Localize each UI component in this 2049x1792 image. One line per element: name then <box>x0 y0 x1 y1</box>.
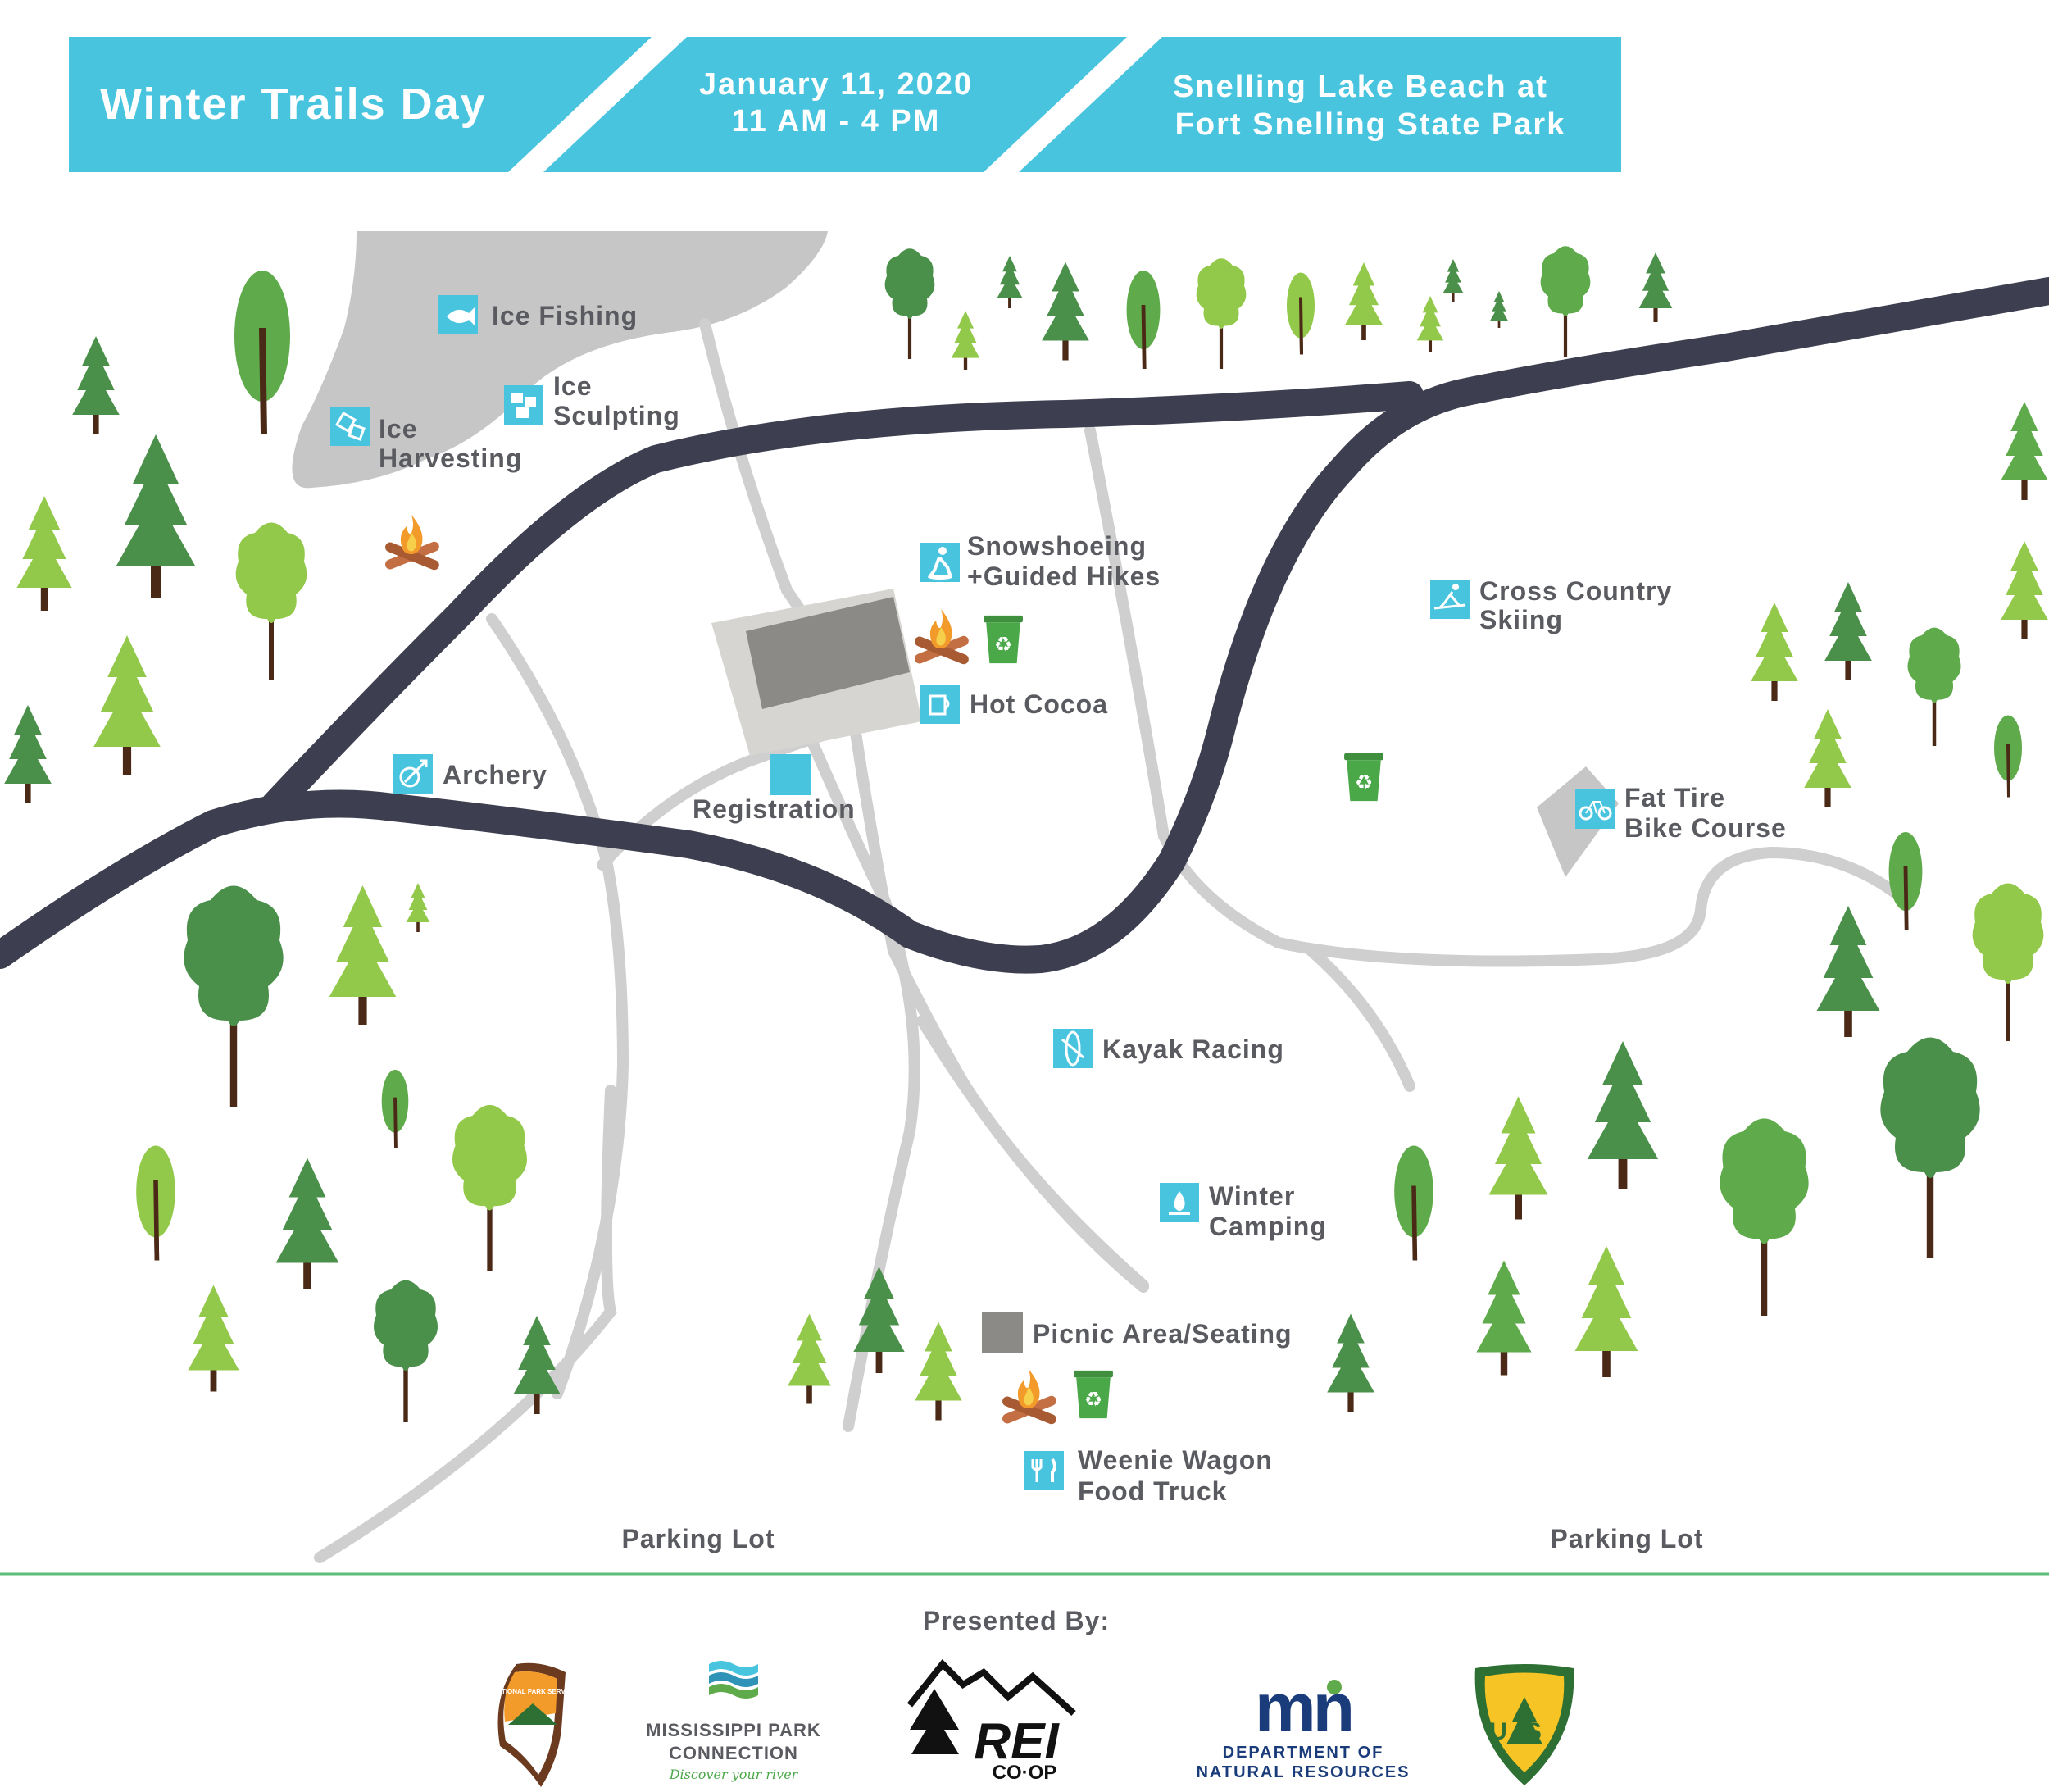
label-picnic-area[interactable]: Picnic Area/Seating <box>1033 1319 1293 1349</box>
picnic-area-marker[interactable] <box>982 1312 1023 1353</box>
campfire-icon <box>1001 1369 1058 1426</box>
event-title: Winter Trails Day <box>100 80 487 129</box>
label-ice-harvesting-1[interactable]: Ice <box>379 414 417 443</box>
label-cross-country-2[interactable]: Skiing <box>1479 605 1563 634</box>
label-registration[interactable]: Registration <box>693 794 856 824</box>
svg-text:DEPARTMENT OF: DEPARTMENT OF <box>1223 1744 1384 1762</box>
registration-building[interactable] <box>746 597 910 709</box>
svg-text:CO·OP: CO·OP <box>993 1762 1057 1784</box>
ice-block-icon[interactable] <box>330 407 370 446</box>
skier-icon[interactable] <box>1430 580 1470 619</box>
frozen-lake <box>292 231 828 489</box>
label-cross-country-1[interactable]: Cross Country <box>1479 576 1672 606</box>
archery-icon[interactable] <box>393 754 433 794</box>
campfire-icon <box>913 609 970 666</box>
campfire-icon[interactable] <box>1160 1183 1199 1222</box>
usfs-logo[interactable]: US <box>1474 1664 1574 1785</box>
kayak-icon[interactable] <box>1053 1029 1093 1068</box>
rei-logo[interactable]: REI CO·OP <box>906 1659 1076 1784</box>
event-date: January 11, 2020 <box>699 67 973 102</box>
label-snowshoeing-2[interactable]: +Guided Hikes <box>967 562 1161 591</box>
mn-dnr-logo[interactable]: mn DEPARTMENT OF NATURAL RESOURCES <box>1196 1669 1410 1781</box>
ice-cubes-icon[interactable] <box>504 385 543 425</box>
label-ice-sculpting-2[interactable]: Sculpting <box>553 401 680 430</box>
label-kayak-racing[interactable]: Kayak Racing <box>1102 1035 1284 1064</box>
svg-text:NATIONAL PARK SERVICE: NATIONAL PARK SERVICE <box>493 1688 577 1695</box>
event-location-line1: Snelling Lake Beach at <box>1173 70 1548 104</box>
label-winter-camping-1[interactable]: Winter <box>1209 1181 1295 1211</box>
fork-knife-icon[interactable] <box>1024 1451 1064 1490</box>
registration-marker[interactable] <box>770 754 811 795</box>
trails <box>314 318 1907 1563</box>
label-food-truck-1[interactable]: Weenie Wagon <box>1078 1445 1273 1475</box>
label-ice-sculpting-1[interactable]: Ice <box>553 371 592 401</box>
recycle-bin-icon <box>984 615 1023 664</box>
label-parking-lot-left[interactable]: Parking Lot <box>621 1524 775 1553</box>
activity-icons <box>330 295 1615 1490</box>
label-parking-lot-right[interactable]: Parking Lot <box>1550 1524 1703 1553</box>
mississippi-park-connection-logo[interactable]: MISSISSIPPI PARK CONNECTION Discover you… <box>646 1661 821 1782</box>
label-archery[interactable]: Archery <box>443 760 547 789</box>
mug-icon[interactable] <box>920 685 960 724</box>
bicycle-icon[interactable] <box>1575 789 1615 829</box>
label-snowshoeing-1[interactable]: Snowshoeing <box>967 531 1147 561</box>
roads <box>0 277 2049 974</box>
label-hot-cocoa[interactable]: Hot Cocoa <box>970 689 1108 719</box>
label-ice-fishing[interactable]: Ice Fishing <box>492 301 638 330</box>
presented-by: Presented By: <box>923 1606 1110 1635</box>
event-time: 11 AM - 4 PM <box>732 104 941 139</box>
label-ice-harvesting-2[interactable]: Harvesting <box>379 443 522 473</box>
svg-text:MISSISSIPPI PARK: MISSISSIPPI PARK <box>646 1720 821 1740</box>
label-fat-tire-2[interactable]: Bike Course <box>1624 813 1787 843</box>
header-banner: Winter Trails Day January 11, 2020 11 AM… <box>69 37 1621 172</box>
label-winter-camping-2[interactable]: Camping <box>1209 1212 1327 1241</box>
recycle-bin-icon <box>1344 753 1383 802</box>
campfire-icon <box>384 515 441 572</box>
svg-text:US: US <box>1489 1718 1560 1745</box>
recycle-bin-icon <box>1074 1370 1113 1419</box>
label-fat-tire-1[interactable]: Fat Tire <box>1624 783 1725 812</box>
activity-labels: Ice Fishing Ice Sculpting Ice Harvesting… <box>379 301 1787 1553</box>
svg-text:Discover your river: Discover your river <box>669 1767 799 1782</box>
svg-text:CONNECTION: CONNECTION <box>669 1743 798 1763</box>
fish-icon[interactable] <box>438 295 478 334</box>
label-food-truck-2[interactable]: Food Truck <box>1078 1476 1227 1506</box>
event-location-line2: Fort Snelling State Park <box>1175 107 1566 142</box>
svg-text:NATURAL RESOURCES: NATURAL RESOURCES <box>1196 1763 1410 1781</box>
snowshoe-icon[interactable] <box>920 543 960 582</box>
nps-logo[interactable]: NATIONAL PARK SERVICE <box>493 1662 577 1787</box>
svg-text:REI: REI <box>974 1713 1060 1770</box>
